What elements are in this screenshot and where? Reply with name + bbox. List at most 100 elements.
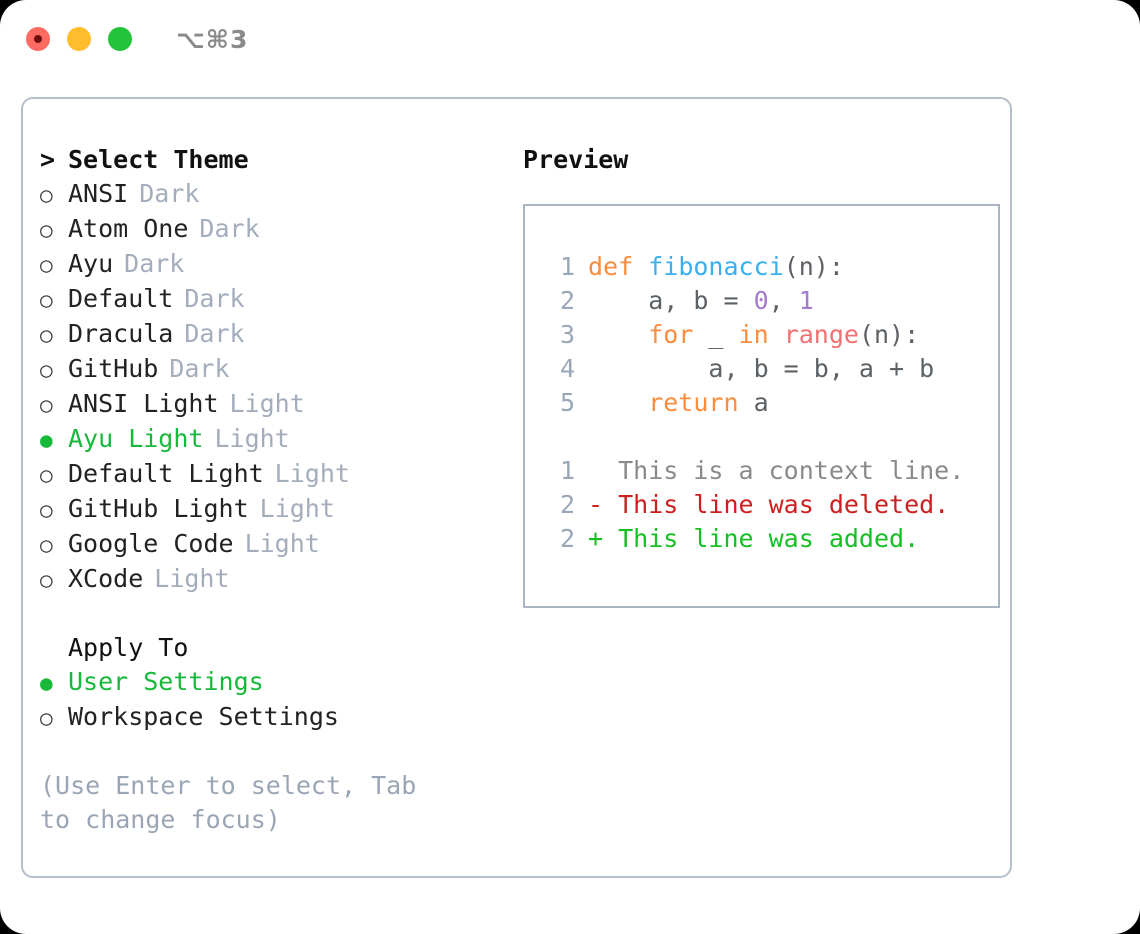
code-line: 4 a, b = b, a + b [541, 352, 998, 386]
diff-line-text: + This line was added. [588, 524, 920, 553]
theme-option-tag: Dark [124, 249, 185, 278]
theme-option-default[interactable]: ○ Default Dark [40, 282, 503, 317]
theme-option-default-light[interactable]: ○ Default Light Light [40, 457, 503, 492]
radio-unselected-icon: ○ [40, 463, 53, 487]
apply-to-option-label: Workspace Settings [68, 702, 339, 731]
apply-to-option-user-settings[interactable]: ●User Settings [40, 665, 503, 700]
theme-option-label: Ayu Light [68, 424, 204, 453]
code-token-kw: in [738, 320, 784, 349]
code-token-punc: (n): [783, 252, 844, 281]
theme-option-label: XCode [68, 564, 144, 593]
radio-unselected-icon: ○ [40, 568, 53, 592]
theme-option-ayu[interactable]: ○ Ayu Dark [40, 247, 503, 282]
code-line-number: 3 [559, 320, 575, 349]
theme-option-label: GitHub [68, 354, 159, 383]
code-token-plain: a [753, 388, 769, 417]
theme-option-ayu-light[interactable]: ● Ayu Light Light [40, 422, 503, 457]
traffic-light-group [26, 27, 132, 51]
theme-option-label: Default Light [68, 459, 264, 488]
help-text: (Use Enter to select, Tab to change focu… [40, 771, 432, 834]
theme-option-github[interactable]: ○ GitHub Dark [40, 352, 503, 387]
select-theme-header: > Select Theme [40, 143, 503, 177]
zoom-button[interactable] [108, 27, 132, 51]
diff-line-number: 1 [559, 456, 575, 485]
code-token-plain: a, b = b, a + b [588, 354, 935, 383]
apply-to-list[interactable]: ●User Settings ○ Workspace Settings [40, 665, 503, 735]
diff-line-ctx: 1 This is a context line. [541, 454, 998, 488]
theme-option-label: ANSI [68, 179, 129, 208]
theme-option-tag: Dark [199, 214, 260, 243]
code-line-text: return a [588, 386, 769, 420]
diff-line-number: 2 [559, 490, 575, 519]
theme-option-google-code[interactable]: ○ Google Code Light [40, 527, 503, 562]
code-line-number: 5 [559, 388, 575, 417]
theme-option-tag: Light [214, 424, 290, 453]
keyboard-shortcut-hint: ⌥⌘3 [176, 24, 249, 54]
theme-option-tag: Light [274, 459, 350, 488]
code-line-text: a, b = 0, 1 [588, 284, 814, 318]
theme-option-tag: Dark [169, 354, 230, 383]
code-token-kw: return [588, 388, 754, 417]
preview-title: Preview [523, 145, 629, 174]
theme-option-label: Atom One [68, 214, 189, 243]
code-token-plain: _ [708, 320, 739, 349]
code-token-plain: , [768, 286, 799, 315]
radio-unselected-icon: ○ [40, 358, 53, 382]
theme-option-label: Ayu [68, 249, 114, 278]
diff-line-del: 2 - This line was deleted. [541, 488, 998, 522]
theme-option-tag: Dark [139, 179, 200, 208]
minimize-button[interactable] [67, 27, 91, 51]
apply-to-option-label: User Settings [68, 667, 264, 696]
theme-option-tag: Light [259, 494, 335, 523]
theme-option-label: ANSI Light [68, 389, 219, 418]
theme-option-label: Dracula [68, 319, 174, 348]
code-token-kw: def [588, 252, 649, 281]
radio-unselected-icon: ○ [40, 253, 53, 277]
code-line-text: a, b = b, a + b [588, 352, 934, 386]
diff-sample: 1 This is a context line.2- This line wa… [541, 454, 998, 556]
theme-option-tag: Dark [184, 319, 245, 348]
title-bar: ⌥⌘3 [0, 0, 1140, 78]
diff-line-text: - This line was deleted. [588, 490, 950, 519]
code-token-num: 1 [798, 286, 814, 315]
code-line-number: 4 [559, 354, 575, 383]
radio-unselected-icon: ○ [40, 393, 53, 417]
select-theme-title: Select Theme [68, 145, 249, 174]
code-token-call: range [783, 320, 859, 349]
apply-to-label: Apply To [68, 633, 189, 662]
theme-option-tag: Light [229, 389, 305, 418]
code-line: 2 a, b = 0, 1 [541, 284, 998, 318]
diff-line-add: 2 + This line was added. [541, 522, 998, 556]
radio-selected-icon: ● [40, 428, 53, 452]
code-diff-gap [541, 420, 998, 454]
diff-line-number: 2 [559, 524, 575, 553]
code-token-num: 0 [753, 286, 769, 315]
focus-caret-icon: > [40, 145, 56, 174]
theme-option-tag: Dark [184, 284, 245, 313]
radio-unselected-icon: ○ [40, 288, 53, 312]
theme-option-ansi-light[interactable]: ○ ANSI Light Light [40, 387, 503, 422]
close-button[interactable] [26, 27, 50, 51]
code-token-kw: for [588, 320, 709, 349]
theme-option-tag: Light [244, 529, 320, 558]
apply-to-option-workspace-settings[interactable]: ○ Workspace Settings [40, 700, 503, 735]
code-line-text: for _ in range(n): [588, 318, 919, 352]
diff-line-text: This is a context line. [588, 456, 965, 485]
theme-option-label: GitHub Light [68, 494, 249, 523]
radio-unselected-icon: ○ [40, 533, 53, 557]
theme-option-label: Default [68, 284, 174, 313]
code-line: 3 for _ in range(n): [541, 318, 998, 352]
theme-option-label: Google Code [68, 529, 234, 558]
radio-unselected-icon: ○ [40, 706, 53, 730]
